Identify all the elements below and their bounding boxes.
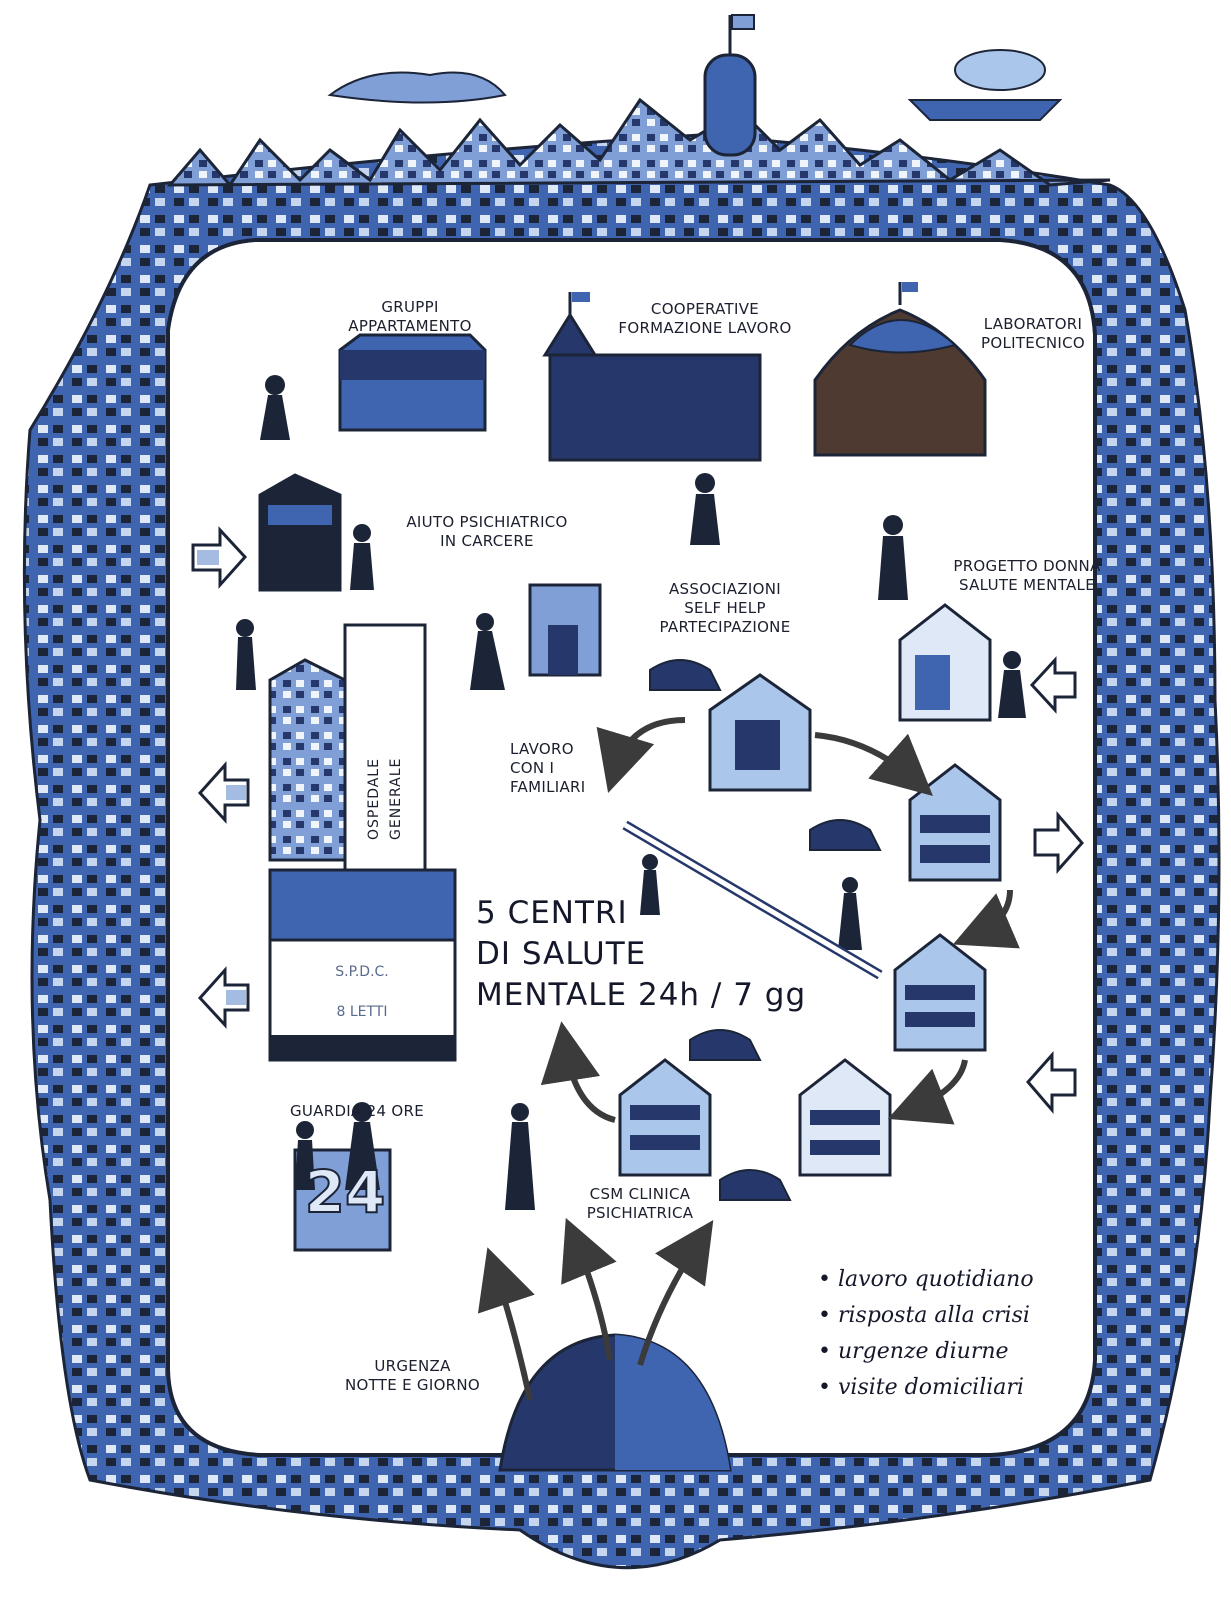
list-item: risposta alla crisi [818, 1298, 1034, 1334]
label-gruppi-appartamento: GRUPPI APPARTAMENTO [335, 298, 485, 336]
gruppi-appartamento-building [340, 335, 485, 430]
label-ospedale-generale: OSPEDALE GENERALE [366, 690, 406, 840]
label-guardia: GUARDIA 24 ORE [272, 1102, 442, 1121]
guardia-24-sign-text: 24 [300, 1158, 390, 1226]
list-item: urgenze diurne [818, 1334, 1034, 1370]
label-cooperative: COOPERATIVE FORMAZIONE LAVORO [595, 300, 815, 338]
center-title-line2: DI SALUTE [476, 934, 806, 975]
label-aiuto-carcere: AIUTO PSICHIATRICO IN CARCERE [392, 513, 582, 551]
label-lavoro-familiari: LAVORO CON I FAMILIARI [510, 740, 610, 797]
label-laboratori: LABORATORI POLITECNICO [958, 315, 1108, 353]
label-generale: GENERALE [388, 758, 404, 840]
list-item: visite domiciliari [818, 1370, 1034, 1406]
list-item: lavoro quotidiano [818, 1262, 1034, 1298]
label-urgenza: URGENZA NOTTE E GIORNO [330, 1357, 495, 1395]
label-progetto-donna: PROGETTO DONNA SALUTE MENTALE [952, 557, 1102, 595]
label-csm-clinica: CSM CLINICA PSICHIATRICA [565, 1185, 715, 1223]
label-8-letti: 8 LETTI [302, 990, 422, 1034]
label-spdc: S.P.D.C. [302, 950, 422, 994]
center-title-line3: MENTALE 24h / 7 gg [476, 975, 806, 1016]
label-ospedale: OSPEDALE [366, 758, 382, 840]
associazioni-building [530, 585, 600, 675]
label-associazioni: ASSOCIAZIONI SELF HELP PARTECIPAZIONE [650, 580, 800, 637]
carcere-building [260, 475, 340, 590]
activity-list: lavoro quotidiano risposta alla crisi ur… [818, 1262, 1034, 1406]
center-title-line1: 5 CENTRI [476, 893, 806, 934]
center-title: 5 CENTRI DI SALUTE MENTALE 24h / 7 gg [476, 893, 806, 1016]
